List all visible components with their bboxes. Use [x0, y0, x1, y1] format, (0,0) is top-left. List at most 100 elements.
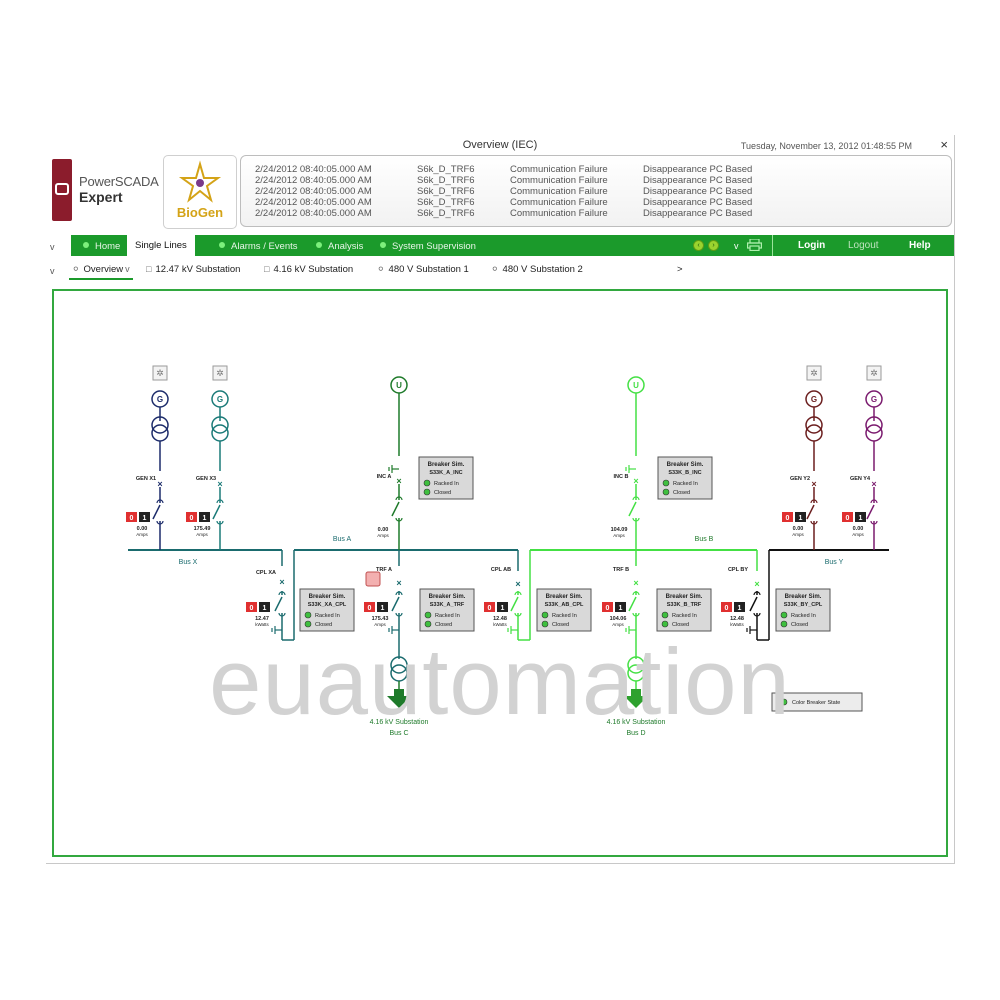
- fan-glyph: ✲: [810, 368, 818, 378]
- closed-status-indicator: [662, 488, 670, 496]
- open-indicator[interactable]: [782, 512, 793, 522]
- subnav-12kv-substation[interactable]: □12.47 kV Substation: [146, 264, 240, 275]
- inc-b-label: INC B: [614, 474, 629, 480]
- tab-single-lines[interactable]: Single Lines: [127, 235, 195, 256]
- alarm-event: Communication Failure: [510, 175, 608, 186]
- forward-arrow-icon[interactable]: ›: [708, 240, 719, 251]
- tab-analysis[interactable]: Analysis: [316, 235, 363, 256]
- bus-d-label: Bus D: [626, 730, 645, 737]
- collapse-nav-chevron-icon[interactable]: v: [50, 242, 55, 252]
- open-indicator[interactable]: [186, 512, 197, 522]
- load-arrow-icon: [624, 689, 648, 708]
- breaker-blade: [628, 596, 637, 612]
- closed-status-indicator: [423, 488, 431, 496]
- open-indicator[interactable]: [246, 602, 257, 612]
- open-indicator[interactable]: [602, 602, 613, 612]
- color-breaker-state-indicator: [780, 698, 788, 706]
- tab-alarms-events[interactable]: Alarms / Events: [219, 235, 298, 256]
- logout-button[interactable]: Logout: [848, 240, 879, 251]
- breaker-contact-icon: [632, 517, 640, 522]
- login-button[interactable]: Login: [798, 240, 826, 251]
- closed-indicator[interactable]: [259, 602, 270, 612]
- breaker-contact-icon: [632, 591, 640, 596]
- indicator-label: 1: [203, 515, 207, 522]
- racked-in-indicator: [423, 479, 431, 487]
- closed-indicator[interactable]: [199, 512, 210, 522]
- help-button[interactable]: Help: [909, 240, 931, 251]
- alarm-flag-icon[interactable]: [365, 571, 381, 587]
- subnav-480v-substation-2[interactable]: ⚪480 V Substation 2: [491, 264, 583, 275]
- subnav-4kv-substation[interactable]: □4.16 kV Substation: [264, 264, 353, 275]
- status-box-racked-label: Racked In: [791, 613, 816, 619]
- tab-dot-icon: [219, 242, 225, 248]
- indicator-label: 1: [859, 515, 863, 522]
- status-box-closed-label: Closed: [315, 622, 332, 628]
- alarm-event: Communication Failure: [510, 208, 608, 219]
- indicator-label: 0: [786, 515, 790, 522]
- tab-system-supervision[interactable]: System Supervision: [380, 235, 476, 256]
- alarm-event: Communication Failure: [510, 164, 608, 175]
- back-arrow-icon[interactable]: ‹: [693, 240, 704, 251]
- subnav-480v-substation-1[interactable]: ⚪480 V Substation 1: [377, 264, 469, 275]
- alarm-row[interactable]: 2/24/2012 08:40:05.000 AM S6k_D_TRF6 Commu…: [241, 186, 951, 197]
- alarm-detail: Disappearance PC Based: [643, 208, 753, 219]
- fan-glyph: ✲: [156, 368, 164, 378]
- tab-home[interactable]: Home: [83, 235, 120, 256]
- ventilation-icon[interactable]: [152, 365, 168, 381]
- breaker-contact-icon: [810, 520, 818, 525]
- substation-d-label: 4.16 kV Substation: [607, 719, 666, 726]
- print-icon[interactable]: [747, 239, 762, 251]
- ventilation-icon[interactable]: [806, 365, 822, 381]
- closed-indicator[interactable]: [795, 512, 806, 522]
- disconnect-x-icon: ×: [157, 479, 162, 489]
- indicator-label: 1: [263, 605, 267, 612]
- open-indicator[interactable]: [721, 602, 732, 612]
- utility-symbol-label: U: [633, 381, 639, 390]
- open-indicator[interactable]: [484, 602, 495, 612]
- powerscada-logo: PowerSCADA Expert: [52, 159, 159, 221]
- breaker-contact-icon: [395, 591, 403, 596]
- substation-c-label: 4.16 kV Substation: [370, 719, 429, 726]
- alarm-device: S6k_D_TRF6: [417, 186, 475, 197]
- ventilation-icon[interactable]: [212, 365, 228, 381]
- current-datetime: Tuesday, November 13, 2012 01:48:55 PM: [740, 141, 912, 151]
- unit-label: Amps: [377, 533, 389, 538]
- generator-symbol-label: G: [157, 395, 163, 404]
- breaker-blade: [866, 504, 875, 520]
- status-box-title: Breaker Sim.: [667, 462, 704, 468]
- status-box-racked-label: Racked In: [434, 481, 459, 487]
- closed-indicator[interactable]: [377, 602, 388, 612]
- breaker-contact-icon: [156, 520, 164, 525]
- closed-indicator[interactable]: [734, 602, 745, 612]
- unit-label: kWatts: [255, 622, 269, 627]
- open-indicator[interactable]: [842, 512, 853, 522]
- racked-in-indicator: [661, 611, 669, 619]
- closed-indicator[interactable]: [139, 512, 150, 522]
- closed-indicator[interactable]: [615, 602, 626, 612]
- closed-indicator[interactable]: [855, 512, 866, 522]
- cpl-ab-label: CPL AB: [491, 567, 511, 573]
- disconnect-x-icon: ×: [633, 578, 638, 588]
- inc-a-value: 0.00: [378, 527, 389, 533]
- breaker-blade: [212, 504, 221, 520]
- open-indicator[interactable]: [364, 602, 375, 612]
- status-box-breaker-id: S33K_BY_CPL: [784, 602, 823, 608]
- color-breaker-state-button[interactable]: [771, 692, 863, 712]
- close-button[interactable]: ×: [940, 137, 948, 152]
- subnav-more-arrow-icon[interactable]: >: [677, 264, 683, 275]
- closed-indicator[interactable]: [497, 602, 508, 612]
- open-indicator[interactable]: [126, 512, 137, 522]
- status-box-closed-label: Closed: [434, 490, 451, 496]
- dropdown-chevron-icon[interactable]: v: [734, 241, 739, 251]
- alarm-time: 2/24/2012 08:40:05.000 AM: [255, 186, 372, 197]
- collapse-subnav-chevron-icon[interactable]: v: [50, 266, 55, 276]
- ventilation-icon[interactable]: [866, 365, 882, 381]
- alarm-event: Communication Failure: [510, 186, 608, 197]
